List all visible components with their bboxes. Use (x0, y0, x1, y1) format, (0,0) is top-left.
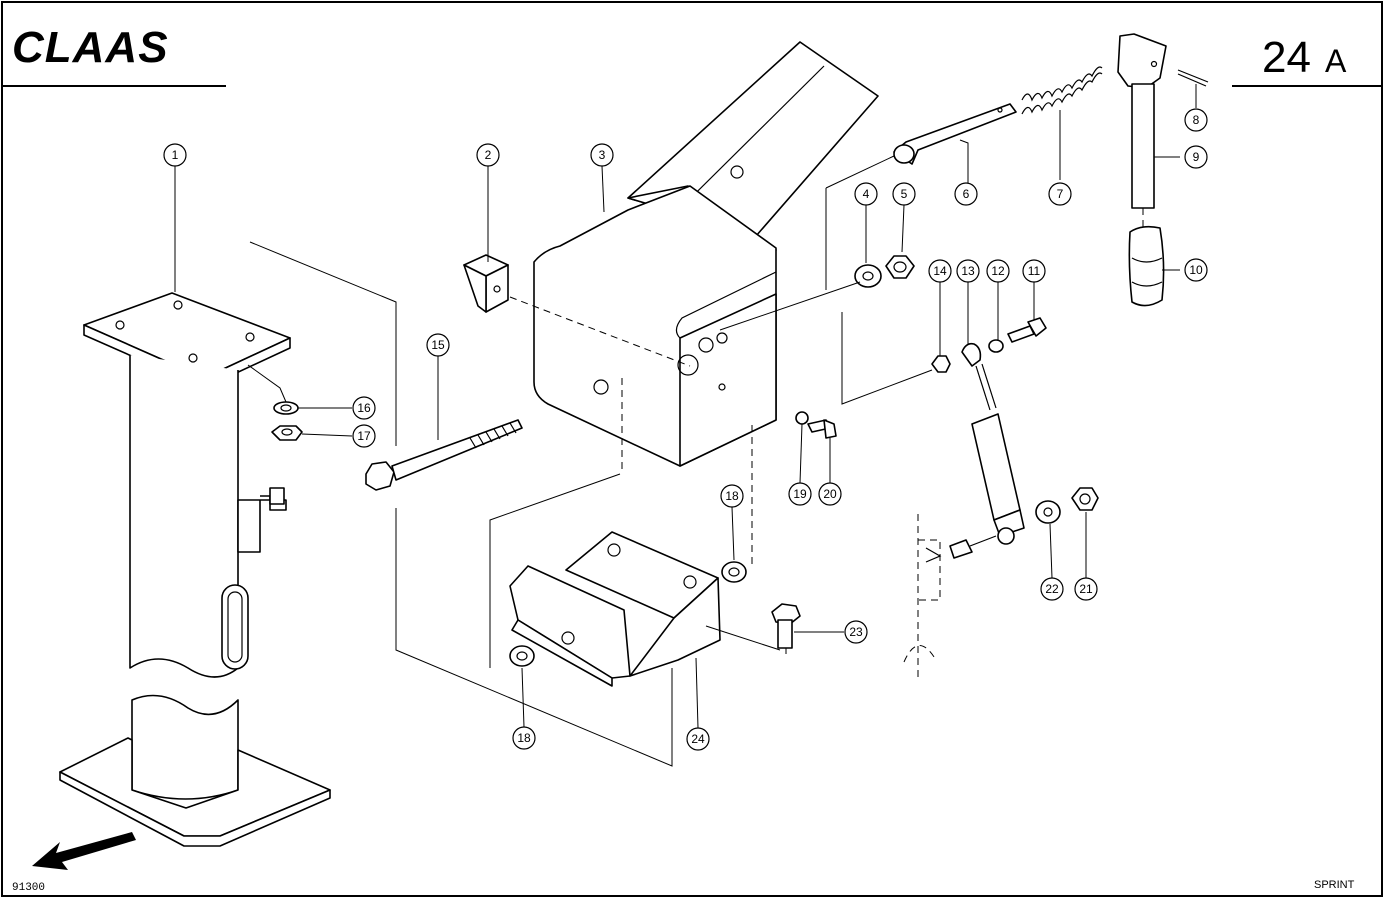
callout-19: 19 (788, 482, 812, 506)
callout-2: 2 (476, 143, 500, 167)
svg-text:22: 22 (1045, 582, 1059, 596)
part-washer-19 (795, 411, 809, 425)
callout-16: 16 (352, 396, 376, 420)
part-nut-small-14 (931, 355, 951, 373)
svg-text:19: 19 (793, 487, 807, 501)
part-grip (1128, 225, 1165, 307)
chassis-reference-dashed (903, 514, 942, 680)
callout-22: 22 (1040, 577, 1064, 601)
part-hex-nut-small (271, 425, 303, 441)
callout-10: 10 (1184, 258, 1208, 282)
svg-text:2: 2 (485, 148, 492, 162)
svg-text:18: 18 (517, 731, 531, 745)
part-cover-housing (533, 41, 879, 467)
part-hex-nut-medium (885, 255, 915, 279)
svg-text:11: 11 (1028, 264, 1041, 278)
part-washer-18-right (721, 561, 747, 583)
page-number: 24 (1262, 33, 1311, 82)
part-bolt-23 (771, 603, 801, 649)
callout-leaders (174, 84, 1197, 729)
callout-17: 17 (352, 424, 376, 448)
part-washer-22 (1035, 500, 1061, 524)
svg-text:6: 6 (963, 187, 970, 201)
svg-text:1: 1 (172, 148, 179, 162)
svg-text:4: 4 (863, 187, 870, 201)
leader-16-17 (247, 364, 287, 403)
svg-text:17: 17 (357, 429, 371, 443)
drawing-code: 91300 (12, 882, 45, 894)
callout-1: 1 (163, 143, 187, 167)
part-long-bolt (365, 419, 523, 491)
part-pin (893, 103, 1017, 165)
svg-text:8: 8 (1193, 113, 1200, 127)
callout-9: 9 (1184, 145, 1208, 169)
brand-logo: CLAAS (12, 23, 169, 72)
callout-3: 3 (590, 143, 614, 167)
svg-text:12: 12 (991, 264, 1005, 278)
direction-arrow-icon (32, 832, 136, 870)
callout-6: 6 (954, 182, 978, 206)
part-washer-18-left (509, 645, 535, 667)
callout-13: 13 (956, 259, 980, 283)
callout-20: 20 (818, 482, 842, 506)
svg-text:21: 21 (1079, 582, 1093, 596)
callout-21: 21 (1074, 577, 1098, 601)
svg-text:10: 10 (1189, 263, 1203, 277)
svg-text:18: 18 (725, 489, 739, 503)
part-gas-strut (961, 342, 1025, 545)
callout-7: 7 (1048, 182, 1072, 206)
callout-18-upper: 18 (720, 484, 744, 508)
part-nut-21 (1071, 487, 1099, 511)
model-name: SPRINT (1314, 879, 1355, 891)
callout-5: 5 (892, 182, 916, 206)
svg-text:24: 24 (691, 732, 705, 746)
callout-4: 4 (854, 182, 878, 206)
callout-18-lower: 18 (512, 726, 536, 750)
page-suffix: A (1325, 43, 1347, 79)
svg-text:14: 14 (933, 264, 947, 278)
callout-15: 15 (426, 333, 450, 357)
part-spring (1021, 66, 1103, 115)
svg-text:3: 3 (599, 148, 606, 162)
part-bolt-20 (807, 419, 837, 439)
callout-23: 23 (844, 620, 868, 644)
callout-12: 12 (986, 259, 1010, 283)
callout-8: 8 (1184, 108, 1208, 132)
svg-text:13: 13 (961, 264, 975, 278)
part-jack-stand (59, 292, 331, 847)
part-small-bolt (1007, 317, 1047, 343)
part-angle-bracket (463, 254, 509, 313)
part-lock-washer (988, 339, 1004, 353)
svg-text:23: 23 (849, 625, 863, 639)
part-ball-stud (949, 535, 997, 559)
svg-text:20: 20 (823, 487, 837, 501)
callout-24: 24 (686, 727, 710, 751)
assembly-lines (249, 155, 933, 767)
svg-text:16: 16 (357, 401, 371, 415)
svg-text:5: 5 (901, 187, 908, 201)
part-mounting-bracket (509, 531, 721, 687)
part-washer-large (854, 264, 882, 288)
svg-text:9: 9 (1193, 150, 1200, 164)
svg-text:15: 15 (431, 338, 445, 352)
part-spring-clip (273, 401, 299, 415)
callout-14: 14 (928, 259, 952, 283)
callout-11: 11 (1022, 259, 1046, 283)
svg-text:7: 7 (1057, 187, 1064, 201)
